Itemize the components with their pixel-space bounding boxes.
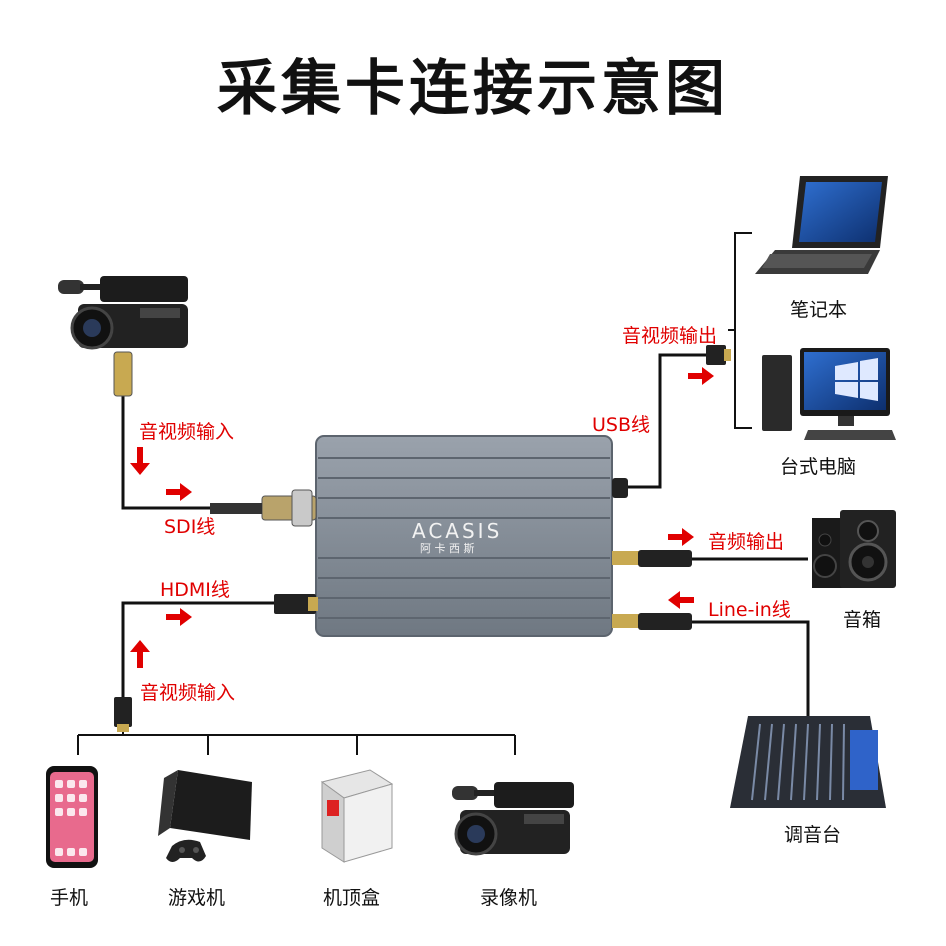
label-av-output: 音视频输出	[622, 325, 718, 347]
speaker-icon	[812, 510, 896, 588]
line-in-cable-line	[690, 620, 810, 716]
label-laptop: 笔记本	[790, 299, 848, 321]
arrows	[130, 367, 714, 668]
label-usb-cable: USB线	[592, 414, 651, 436]
arrow-up-hdmi	[130, 640, 150, 668]
arrow-right-hdmi	[166, 608, 192, 626]
game-console-icon	[158, 770, 252, 862]
label-settop: 机顶盒	[323, 887, 381, 909]
sdi-connector	[210, 489, 317, 527]
hdmi-connector	[274, 594, 318, 614]
label-mixer: 调音台	[784, 824, 842, 846]
source-tree-line	[77, 728, 516, 755]
bnc-plug	[113, 351, 133, 397]
label-audio-output: 音频输出	[708, 531, 785, 553]
arrow-down-sdi	[130, 447, 150, 475]
hdmi-cable-line	[121, 601, 280, 700]
usb-cable-line	[612, 353, 712, 489]
label-console: 游戏机	[168, 887, 226, 909]
device-brand-cn: 阿 卡 西 斯	[420, 542, 475, 555]
label-phone: 手机	[50, 887, 89, 909]
label-av-input-sdi: 音视频输入	[139, 421, 235, 443]
label-line-in: Line-in线	[708, 599, 791, 621]
label-sdi-cable: SDI线	[164, 516, 216, 538]
diagram-title: 采集卡连接示意图	[217, 54, 729, 124]
arrow-right-usb	[688, 367, 714, 385]
camera-icon-top	[58, 276, 188, 350]
desktop-icon	[762, 348, 896, 440]
audio-out-jack	[612, 550, 692, 567]
arrow-left-linein	[668, 591, 694, 609]
label-av-input-hdmi: 音视频输入	[140, 682, 236, 704]
device-brand: ACASIS	[412, 519, 503, 543]
laptop-icon	[755, 176, 888, 274]
phone-icon	[46, 766, 98, 868]
arrow-right-audio	[668, 528, 694, 546]
usb-plug-top	[706, 345, 731, 365]
sdi-cable-line	[121, 395, 265, 510]
label-camcorder: 录像机	[480, 887, 538, 909]
mixer-icon	[730, 716, 886, 808]
capture-card	[315, 435, 613, 637]
label-desktop: 台式电脑	[780, 456, 857, 478]
hdmi-plug-bottom	[114, 697, 132, 732]
line-in-jack	[612, 613, 692, 630]
camcorder-icon-bottom	[452, 782, 574, 856]
computer-bracket-line	[728, 232, 752, 429]
label-speaker: 音箱	[843, 609, 882, 631]
label-hdmi-cable: HDMI线	[160, 579, 230, 601]
usb-connector	[612, 478, 628, 498]
arrow-right-sdi	[166, 483, 192, 501]
settop-box-icon	[320, 769, 394, 863]
